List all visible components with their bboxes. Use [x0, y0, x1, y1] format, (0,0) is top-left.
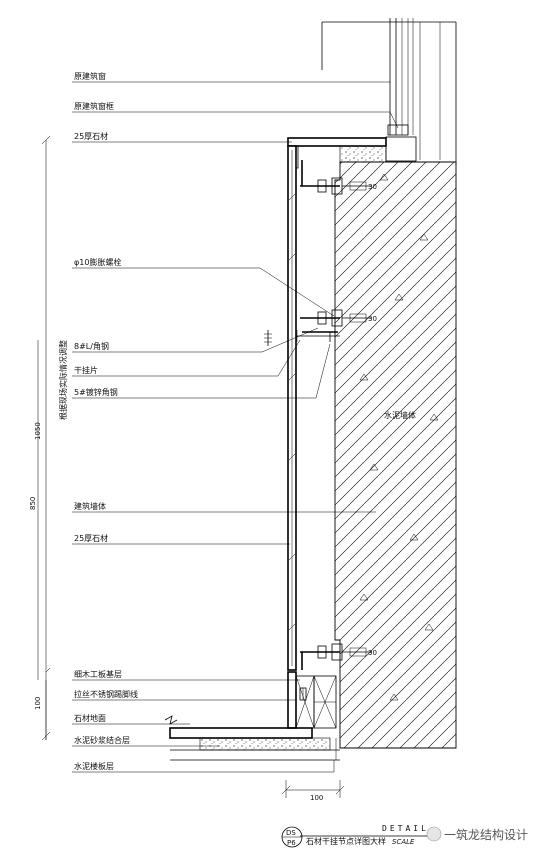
- anchor-label-mid: 30: [368, 315, 377, 323]
- anchor-label-top: 30: [368, 183, 377, 191]
- anchor-symbol: [264, 330, 272, 346]
- label-plywood-base: 细木工板基层: [74, 669, 122, 679]
- detail-word: DETAIL: [382, 824, 429, 833]
- brackets: 30 30 30: [300, 160, 377, 670]
- dim-850: 850: [29, 497, 37, 510]
- label-expansion-bolt: φ10膨胀螺栓: [74, 257, 121, 267]
- label-steel-skirting: 拉丝不锈钢踢脚线: [74, 689, 138, 699]
- detail-title: 石材干挂节点详图大样: [306, 836, 386, 846]
- label-stone-floor: 石材地面: [74, 713, 106, 723]
- watermark-text: 一筑龙结构设计: [444, 827, 528, 842]
- label-stone-bottom: 25厚石材: [74, 533, 108, 543]
- floor-layers: [164, 715, 340, 761]
- dim-100-vertical: 100: [34, 697, 42, 710]
- label-window-frame: 原建筑窗框: [74, 101, 114, 111]
- label-angle-8: 8#L/角钢: [74, 341, 109, 351]
- dim-100-horizontal: 100: [310, 794, 323, 802]
- anchor-label-bottom: 30: [368, 649, 377, 657]
- wall-note: 水泥墙体: [384, 410, 416, 420]
- concrete-wall: 水泥墙体: [334, 161, 457, 749]
- label-hanging-plate: 干挂片: [74, 365, 98, 375]
- label-existing-window: 原建筑窗: [74, 71, 106, 81]
- vertical-dimensions: 1050 850 100 根据现场实际情况调整: [29, 135, 68, 741]
- label-angle-5: 5#镀锌角钢: [74, 387, 118, 397]
- sheet-page: P6: [287, 839, 296, 847]
- label-slab: 水泥楼板层: [74, 761, 114, 771]
- watermark: 一筑龙结构设计: [426, 826, 528, 842]
- title-block: DS P6 石材干挂节点详图大样 DETAIL SCALE: [281, 824, 430, 848]
- label-mortar-layer: 水泥砂浆结合层: [74, 735, 130, 745]
- sheet-number: DS: [286, 829, 296, 837]
- leaders: 原建筑窗 原建筑窗框 25厚石材 φ10膨胀螺栓 8#L/角钢 干挂片 5#镀锌…: [72, 71, 399, 773]
- stone-panel: [287, 145, 340, 671]
- label-stone-top: 25厚石材: [74, 131, 108, 141]
- existing-window: [321, 18, 457, 165]
- side-note: 根据现场实际情况调整: [58, 340, 68, 420]
- scale-text: SCALE: [392, 838, 415, 846]
- label-building-wall: 建筑墙体: [74, 501, 106, 511]
- horizontal-dimension: 100: [281, 780, 345, 802]
